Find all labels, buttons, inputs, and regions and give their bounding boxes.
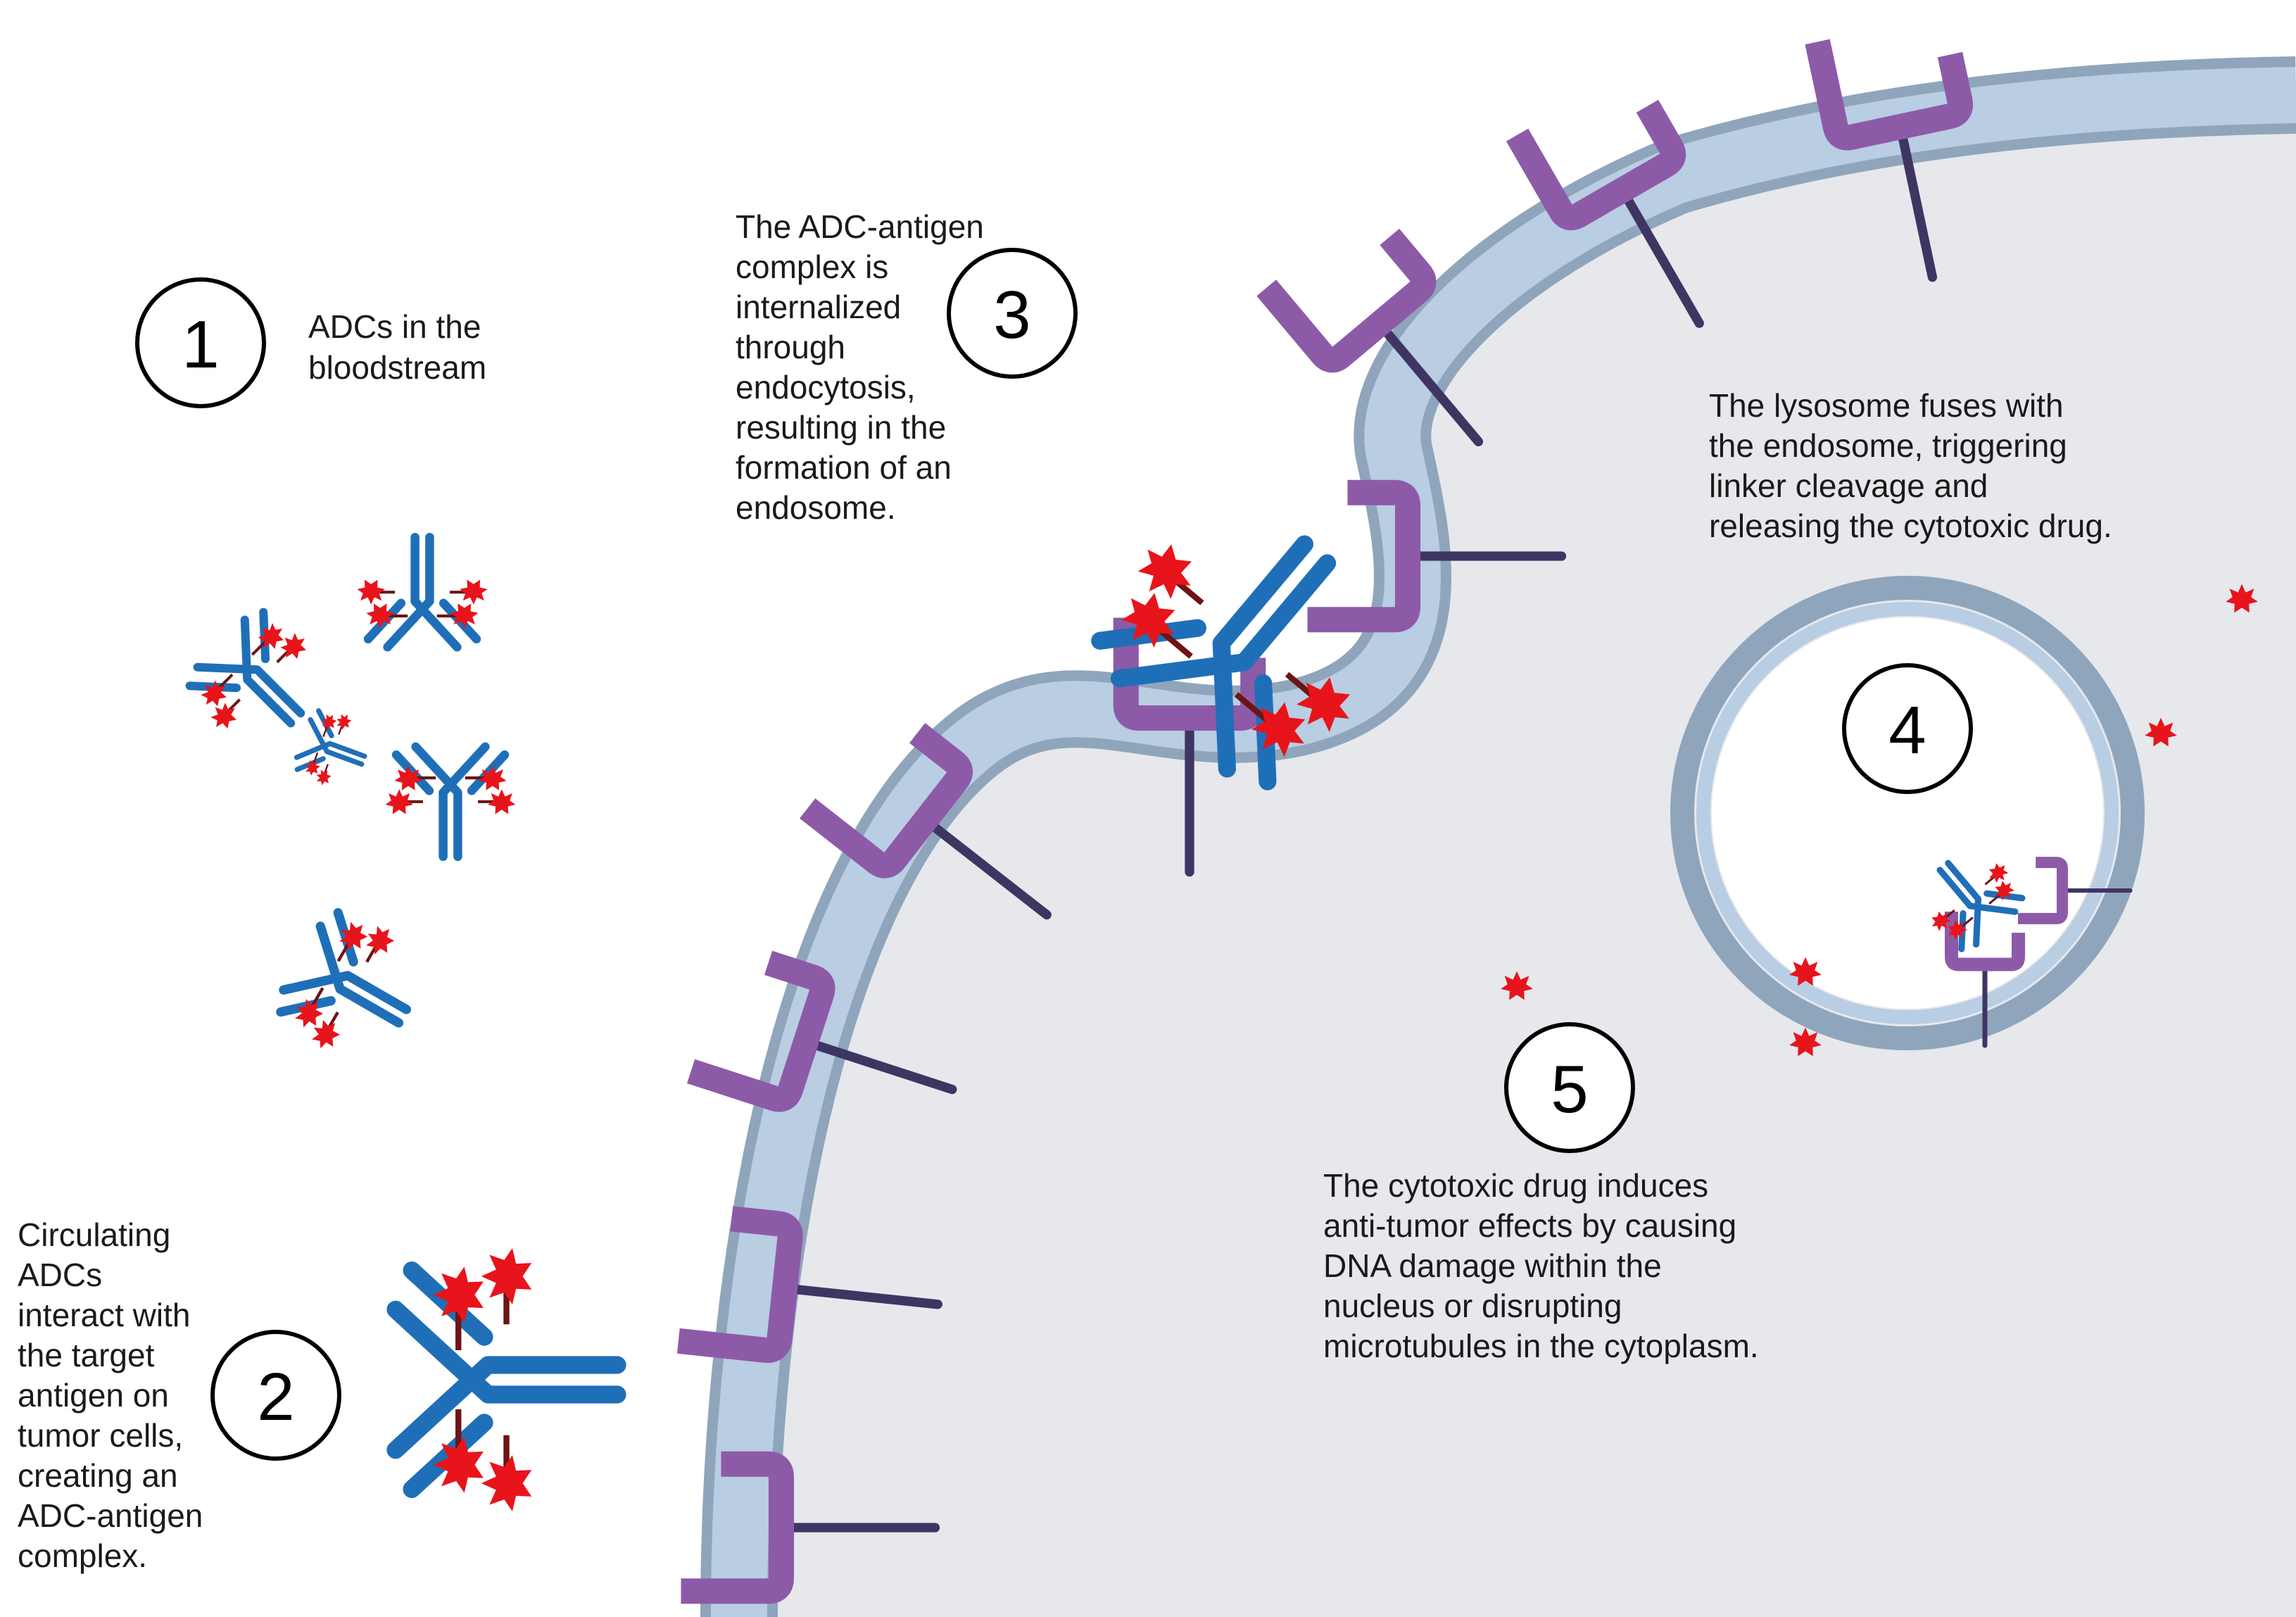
step-5-number: 5	[1551, 1052, 1588, 1127]
step-4-number: 4	[1888, 693, 1926, 768]
endosome	[1670, 576, 2145, 1045]
tumor-cell	[700, 56, 2296, 1617]
step-3-badge: 3	[947, 248, 1078, 379]
step-1-caption: ADCs in the bloodstream	[308, 308, 490, 386]
step-1-badge: 1	[135, 277, 266, 408]
step-2-caption: Circulating ADCs interact with the targe…	[18, 1216, 212, 1574]
adc-molecule	[267, 898, 437, 1076]
step-1-number: 1	[182, 307, 219, 382]
adc-antigen-complex	[396, 1248, 617, 1511]
step-5-caption: The cytotoxic drug induces anti-tumor ef…	[1323, 1167, 1759, 1364]
adc-molecule	[357, 537, 487, 647]
step-4-badge: 4	[1842, 663, 1973, 794]
step-4-caption: The lysosome fuses with the endosome, tr…	[1709, 387, 2112, 544]
step-3-number: 3	[993, 277, 1030, 353]
step-3-caption: The ADC-antigen complex is internalized …	[736, 208, 993, 526]
adc-molecule	[291, 703, 376, 795]
adc-molecule	[385, 747, 515, 857]
step-2-number: 2	[257, 1359, 294, 1435]
step-5-badge: 5	[1504, 1022, 1635, 1153]
adc-molecule	[177, 599, 340, 762]
step-2-badge: 2	[210, 1330, 341, 1461]
circulating-adcs	[177, 537, 515, 1076]
